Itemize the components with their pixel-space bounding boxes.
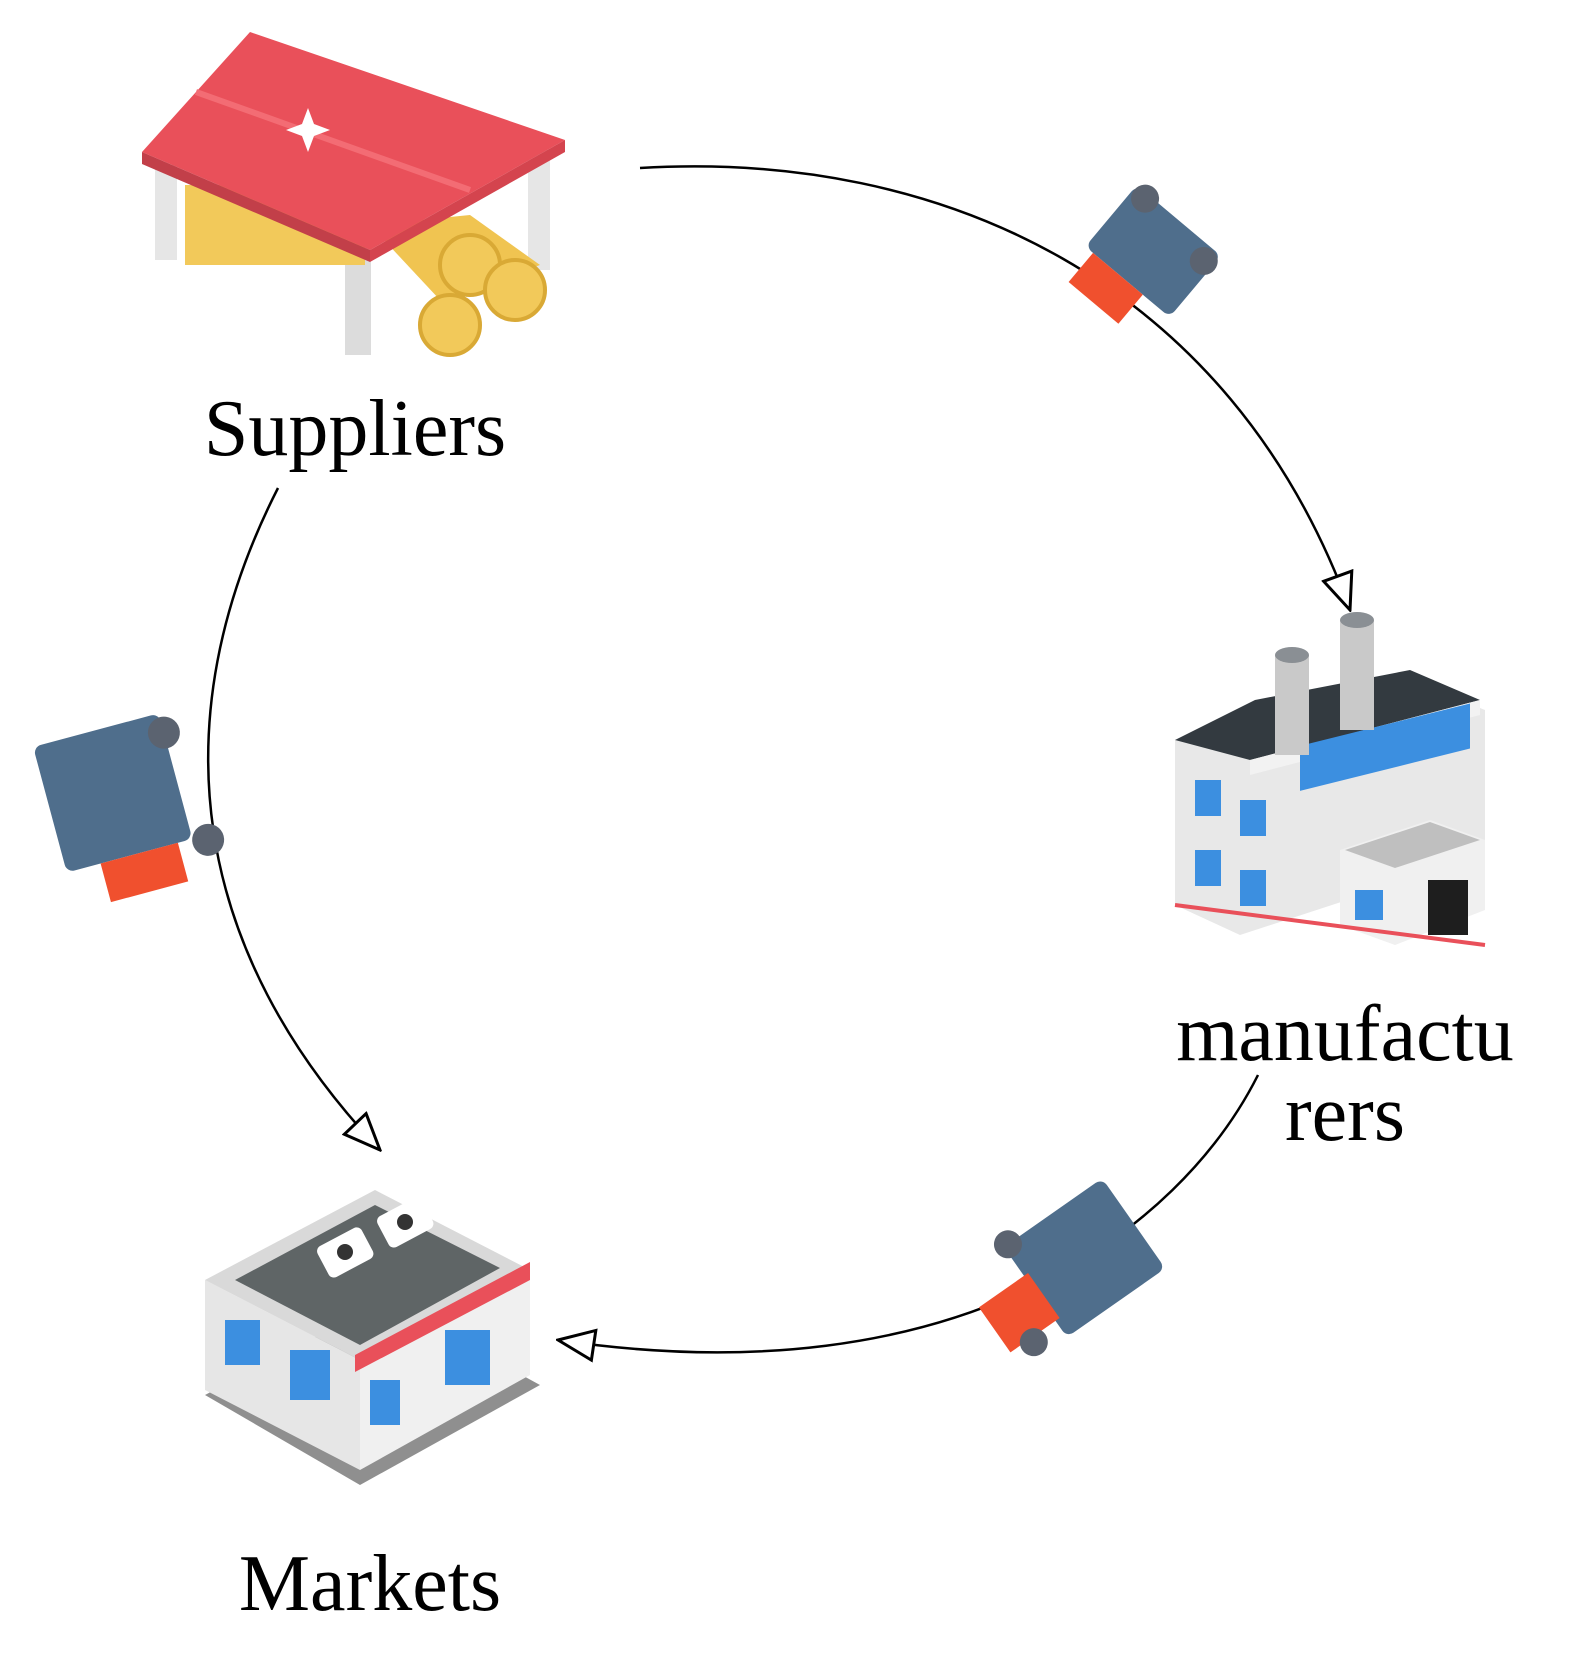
- manufacturers-label-line2: rers: [1285, 1070, 1405, 1158]
- edge-manufacturers-to-markets: [558, 1074, 1260, 1352]
- factory-icon: [1174, 612, 1486, 947]
- markets-label: Markets: [239, 1540, 501, 1628]
- edge-suppliers-to-markets: [206, 487, 380, 1150]
- truck-icon: [34, 715, 225, 903]
- manufacturers-label-line1: manufactu: [1176, 990, 1514, 1078]
- truck-icon: [1068, 184, 1218, 324]
- store-icon: [205, 1190, 540, 1485]
- truck-icon: [978, 1181, 1163, 1357]
- warehouse-icon: [142, 32, 565, 357]
- suppliers-label: Suppliers: [204, 385, 506, 473]
- edge-suppliers-to-manufacturers: [639, 165, 1350, 610]
